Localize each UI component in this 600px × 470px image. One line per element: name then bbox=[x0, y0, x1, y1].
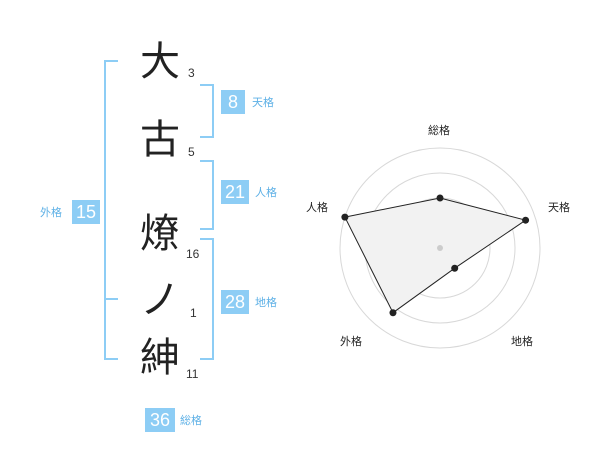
radar-point bbox=[451, 264, 459, 272]
tenkaku-label: 天格 bbox=[252, 96, 274, 109]
radar-axis-label-tenkaku: 天格 bbox=[548, 201, 570, 214]
outer-bracket-vertical bbox=[104, 60, 106, 360]
name-char-3: 燎 bbox=[140, 211, 180, 257]
name-char-4: ノ bbox=[140, 277, 180, 323]
soukaku-badge: 36 bbox=[145, 408, 175, 432]
soukaku-label: 総格 bbox=[180, 414, 202, 427]
chikaku-bracket bbox=[200, 238, 214, 360]
gaikaku-badge: 15 bbox=[72, 200, 100, 224]
radar-point bbox=[341, 213, 349, 221]
stroke-count-5: 11 bbox=[186, 367, 199, 381]
stroke-count-3: 16 bbox=[186, 247, 200, 261]
name-char-5: 紳 bbox=[140, 335, 180, 381]
jinkaku-bracket bbox=[200, 160, 214, 230]
radar-chart bbox=[339, 147, 541, 349]
radar-ring bbox=[339, 147, 541, 349]
outer-bracket-bottom bbox=[104, 358, 118, 360]
radar-axis-label-gaikaku: 外格 bbox=[340, 335, 362, 348]
radar-point bbox=[389, 309, 397, 317]
tenkaku-bracket bbox=[200, 84, 214, 138]
chikaku-badge: 28 bbox=[221, 290, 249, 314]
radar-axis-label-chikaku: 地格 bbox=[511, 335, 533, 348]
chikaku-label: 地格 bbox=[255, 296, 277, 309]
stroke-count-2: 5 bbox=[188, 145, 195, 159]
stroke-count-4: 1 bbox=[190, 306, 197, 320]
radar-polygon bbox=[344, 197, 527, 314]
radar-point bbox=[522, 216, 530, 224]
stroke-count-1: 3 bbox=[188, 66, 195, 80]
gaikaku-label: 外格 bbox=[40, 206, 62, 219]
name-char-1: 大 bbox=[140, 39, 180, 85]
jinkaku-label: 人格 bbox=[255, 186, 277, 199]
name-char-2: 古 bbox=[140, 117, 180, 163]
outer-bracket-divider bbox=[104, 298, 118, 300]
radar-point bbox=[436, 194, 444, 202]
outer-bracket-top bbox=[104, 60, 118, 62]
radar-axis-label-jinkaku: 人格 bbox=[306, 201, 328, 214]
tenkaku-badge: 8 bbox=[221, 90, 245, 114]
radar-axis-label-soukaku: 総格 bbox=[428, 124, 450, 137]
jinkaku-badge: 21 bbox=[221, 180, 249, 204]
radar-center-dot bbox=[437, 245, 443, 251]
